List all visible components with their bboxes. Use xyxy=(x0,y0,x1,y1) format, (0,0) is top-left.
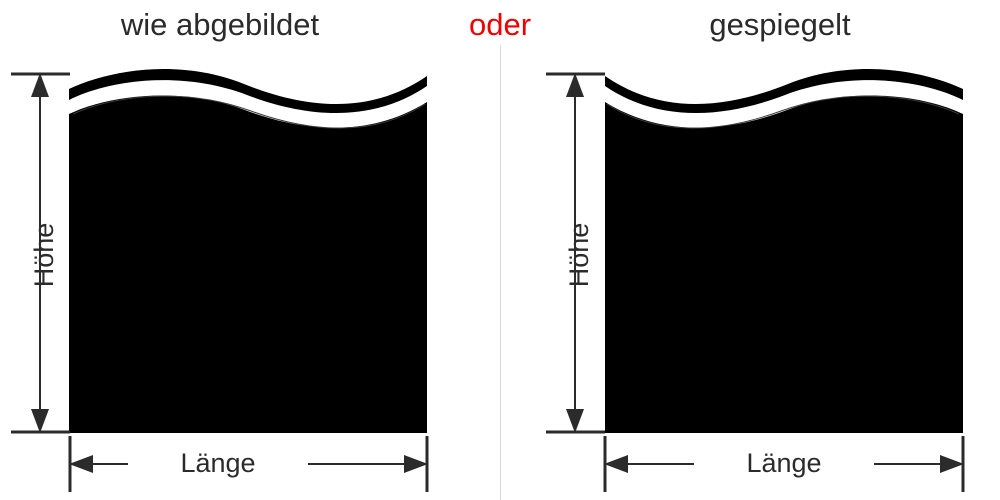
title-as-pictured: wie abgebildet xyxy=(120,7,320,42)
product-silhouette-left xyxy=(69,62,427,433)
title-mirrored: gespiegelt xyxy=(709,7,851,42)
panel-as-pictured: Höhe Länge xyxy=(11,62,429,492)
height-label-left: Höhe xyxy=(29,222,59,288)
panel-mirrored: Höhe Länge xyxy=(500,0,1000,500)
product-silhouette-right xyxy=(605,62,963,433)
length-label-left: Länge xyxy=(128,448,308,478)
height-label-right: Höhe xyxy=(564,222,594,288)
length-label-right: Länge xyxy=(694,448,874,478)
panel-divider xyxy=(500,45,501,500)
title-separator-oder: oder xyxy=(468,7,532,42)
